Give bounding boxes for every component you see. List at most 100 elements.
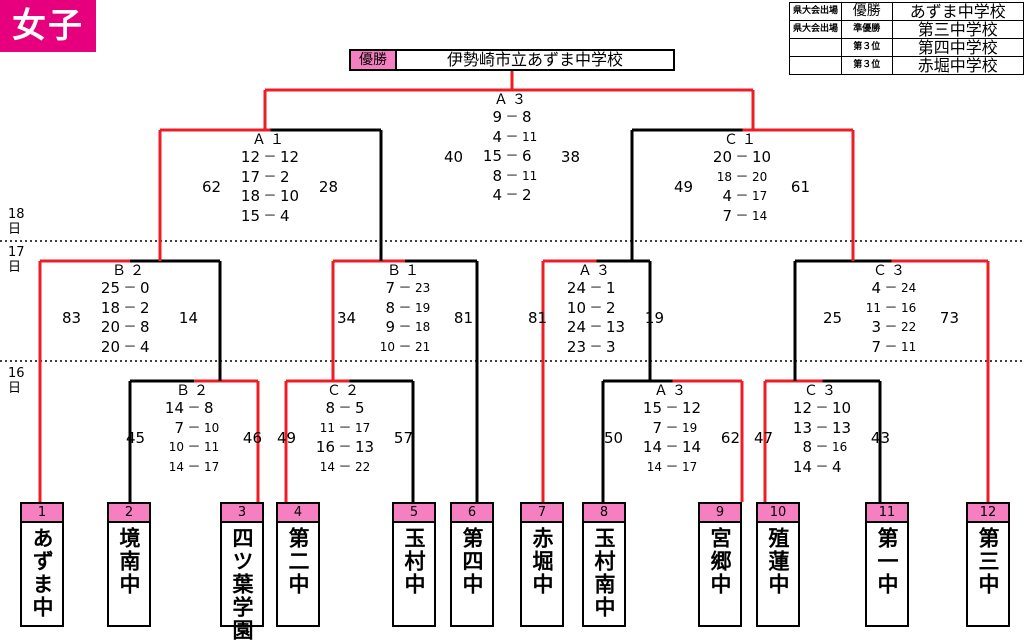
team-name: 境南中 bbox=[117, 527, 141, 596]
set-score: 12－12 bbox=[180, 148, 360, 168]
court-label: Ｃ３ bbox=[873, 263, 909, 279]
right-total: 81 bbox=[453, 309, 473, 327]
set-right-score: 1 bbox=[606, 279, 616, 297]
set-right-score: 8 bbox=[522, 108, 532, 126]
set-score: 14－17 bbox=[104, 458, 284, 478]
day-label-16: 16日 bbox=[8, 366, 25, 396]
set-dash: － bbox=[665, 440, 679, 455]
set-dash: － bbox=[735, 169, 749, 185]
set-score: 12－10 bbox=[732, 399, 912, 419]
set-left-score: 13 bbox=[792, 418, 812, 437]
set-right-score: 20 bbox=[752, 169, 768, 184]
set-score: 11－17 bbox=[255, 419, 435, 439]
set-dash: － bbox=[398, 281, 412, 296]
set-dash: － bbox=[589, 320, 603, 335]
set-score: 10－11 bbox=[104, 438, 284, 458]
set-right-score: 10 bbox=[280, 187, 300, 205]
left-total: 45 bbox=[126, 429, 146, 447]
set-score: 3－22 bbox=[801, 318, 981, 338]
set-score: 8－19 bbox=[315, 299, 495, 319]
set-right-score: 10 bbox=[752, 148, 772, 166]
set-score: 17－2 bbox=[180, 168, 360, 188]
results-table: 県大会出場 優勝 あずま中学校 県大会出場 準優勝 第三中学校 第３位 第四中学… bbox=[788, 2, 1024, 75]
set-right-score: 14 bbox=[682, 438, 702, 456]
set-score: 4－2 bbox=[422, 186, 602, 206]
set-right-score: 24 bbox=[901, 281, 917, 295]
set-score: 7－11 bbox=[801, 338, 981, 358]
set-score: 7－23 bbox=[315, 279, 495, 299]
team-name: 第一中 bbox=[875, 527, 899, 596]
set-score: 20－8 bbox=[40, 318, 220, 338]
set-left-score: 11 bbox=[865, 300, 881, 315]
set-score: 8－16 bbox=[732, 438, 912, 458]
court-label: Ｃ１ bbox=[724, 132, 760, 148]
set-score: 13－13 bbox=[732, 419, 912, 439]
set-dash: － bbox=[263, 169, 277, 185]
set-left-score: 20 bbox=[712, 148, 732, 166]
set-right-score: 2 bbox=[280, 167, 290, 186]
set-dash: － bbox=[589, 281, 603, 296]
set-left-score: 8 bbox=[325, 399, 335, 417]
set-right-score: 19 bbox=[682, 420, 698, 435]
right-total: 28 bbox=[318, 178, 338, 196]
set-left-score: 18 bbox=[716, 169, 732, 184]
set-score: 11－16 bbox=[801, 299, 981, 319]
set-left-score: 11 bbox=[319, 420, 335, 435]
right-total: 43 bbox=[870, 429, 890, 447]
set-score: 15－6 bbox=[422, 147, 602, 167]
set-left-score: 4 bbox=[871, 279, 881, 297]
champion-school: 伊勢崎市立あずま中学校 bbox=[446, 50, 623, 69]
set-score: 18－2 bbox=[40, 299, 220, 319]
set-left-score: 9 bbox=[492, 108, 502, 126]
set-dash: － bbox=[884, 320, 898, 335]
set-dash: － bbox=[505, 110, 519, 125]
set-left-score: 7 bbox=[871, 337, 881, 356]
set-dash: － bbox=[884, 339, 898, 355]
set-dash: － bbox=[815, 440, 829, 455]
set-dash: － bbox=[505, 149, 519, 164]
set-dash: － bbox=[815, 401, 829, 416]
set-dash: － bbox=[263, 189, 277, 204]
right-total: 38 bbox=[560, 147, 580, 166]
set-dash: － bbox=[589, 300, 603, 316]
team-number: 9 bbox=[700, 504, 740, 523]
left-total: 34 bbox=[337, 309, 357, 327]
set-right-score: 8 bbox=[204, 399, 214, 417]
set-left-score: 10 bbox=[379, 339, 395, 354]
set-dash: － bbox=[123, 339, 137, 355]
court-label: Ａ１ bbox=[252, 132, 288, 148]
team-number: 12 bbox=[968, 504, 1008, 523]
team-name: 玉村南中 bbox=[592, 527, 616, 619]
set-dash: － bbox=[263, 208, 277, 224]
set-score: 14－17 bbox=[582, 458, 762, 478]
left-total: 83 bbox=[62, 309, 82, 327]
court-label: Ｂ１ bbox=[387, 263, 423, 279]
day-label-17: 17日 bbox=[8, 245, 25, 275]
set-dash: － bbox=[505, 168, 519, 184]
set-right-score: 4 bbox=[280, 206, 290, 225]
court-label: Ａ３ bbox=[578, 263, 614, 279]
set-score: 16－13 bbox=[255, 438, 435, 458]
court-label: Ｃ２ bbox=[327, 383, 363, 399]
set-score: 20－4 bbox=[40, 338, 220, 358]
set-right-score: 2 bbox=[140, 298, 150, 317]
team-name: 赤堀中 bbox=[530, 527, 554, 596]
result-school: 第四中学校 bbox=[891, 38, 1024, 57]
team-number: 2 bbox=[109, 504, 149, 523]
set-left-score: 14 bbox=[168, 459, 184, 474]
left-total: 50 bbox=[604, 429, 624, 447]
set-dash: － bbox=[505, 188, 519, 203]
set-dash: － bbox=[338, 459, 352, 475]
team-name: あずま中 bbox=[30, 527, 54, 619]
set-left-score: 23 bbox=[566, 337, 586, 356]
set-score: 7－10 bbox=[104, 419, 284, 439]
right-total: 62 bbox=[720, 429, 740, 447]
team-name: 殖蓮中 bbox=[766, 527, 790, 596]
